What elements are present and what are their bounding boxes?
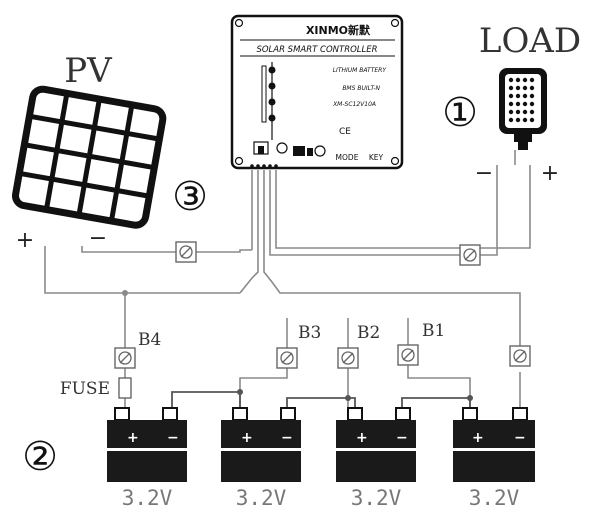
controller-battery-type: LITHIUM BATTERY <box>333 67 388 74</box>
series-link-1-2 <box>171 391 241 408</box>
battery-4-minus: − <box>514 430 526 446</box>
load-minus-sign: − <box>475 161 493 186</box>
series-link-2-3 <box>286 397 356 408</box>
b4-label: B4 <box>138 330 161 350</box>
connector-b2 <box>337 347 359 369</box>
b1-to-junction <box>407 365 471 408</box>
connector-b4 <box>114 347 136 369</box>
b2-label: B2 <box>357 323 380 343</box>
battery-1-voltage: 3.2V <box>122 486 173 510</box>
battery-3: + − 3.2V <box>336 407 416 510</box>
fuse-label: FUSE <box>60 379 110 399</box>
battery-terminal-icon <box>258 146 264 154</box>
mode-button-label: MODE <box>336 153 359 162</box>
battery-icon <box>307 148 313 156</box>
battery-2-voltage: 3.2V <box>236 486 287 510</box>
ce-mark: CE <box>339 127 351 137</box>
bulb-icon <box>276 142 288 154</box>
battery-2: + − 3.2V <box>221 407 301 510</box>
b3-label: B3 <box>298 323 321 343</box>
battery-4: + − 3.2V <box>453 407 535 510</box>
controller-brand: XINMO新默 <box>306 23 371 37</box>
connector-b3 <box>276 347 298 369</box>
controller-lead-3 <box>263 170 521 352</box>
wires <box>44 150 531 408</box>
batteries: + − 3.2V + − 3.2V + − 3.2V + <box>107 407 535 510</box>
link-dot-3 <box>467 395 473 401</box>
battery-3-minus: − <box>396 430 408 446</box>
b3-to-junction <box>239 368 288 408</box>
controller-lead-5 <box>275 165 531 249</box>
b1-label: B1 <box>422 321 445 341</box>
pv-plus-sign: + <box>16 228 34 253</box>
pv-positive-wire <box>44 246 240 294</box>
solar-controller: XINMO新默 SOLAR SMART CONTROLLER LITHIUM B… <box>230 14 404 170</box>
lamp-icon <box>314 145 326 157</box>
battery-1-plus: + <box>127 430 139 446</box>
key-button-label: KEY <box>369 153 384 162</box>
solar-icon <box>293 146 305 156</box>
marker-two: ② <box>22 434 58 480</box>
solar-panel-icon <box>12 85 167 229</box>
connector-b1 <box>397 344 419 366</box>
battery-2-plus: + <box>241 430 253 446</box>
pv-minus-sign: − <box>89 226 107 251</box>
connector-battery-negative <box>509 345 531 367</box>
pv-negative-wire <box>81 246 252 253</box>
series-link-3-4 <box>401 397 471 408</box>
link-dot-2 <box>345 395 351 401</box>
battery-4-plus: + <box>472 430 484 446</box>
load-label: LOAD <box>479 21 581 61</box>
battery-4-voltage: 3.2V <box>469 486 520 510</box>
controller-model: XM-SC12V10A <box>332 101 376 108</box>
fuse-holders <box>114 241 531 369</box>
led-lamp-icon <box>499 68 547 150</box>
connector-pv-negative <box>175 241 197 263</box>
battery-3-plus: + <box>356 430 368 446</box>
controller-title: SOLAR SMART CONTROLLER <box>256 45 377 55</box>
battery-2-minus: − <box>281 430 293 446</box>
controller-lead-2 <box>239 170 259 294</box>
battery-3-voltage: 3.2V <box>351 486 402 510</box>
load-plus-sign: + <box>541 161 559 186</box>
link-dot-1 <box>237 389 243 395</box>
battery-1: + − 3.2V <box>107 407 187 510</box>
marker-one: ① <box>442 90 478 136</box>
controller-lead-4 <box>269 165 498 256</box>
battery-1-minus: − <box>167 430 179 446</box>
status-indicator-column <box>261 62 276 140</box>
junction-dot <box>122 290 128 296</box>
controller-terminals <box>250 164 278 168</box>
connector-load-negative <box>459 244 481 266</box>
controller-bms: BMS BUILT-N <box>342 85 380 92</box>
terminal-icons <box>253 141 326 157</box>
fuse-icon <box>118 377 132 399</box>
pv-label: PV <box>64 51 113 91</box>
marker-three: ③ <box>172 174 208 220</box>
